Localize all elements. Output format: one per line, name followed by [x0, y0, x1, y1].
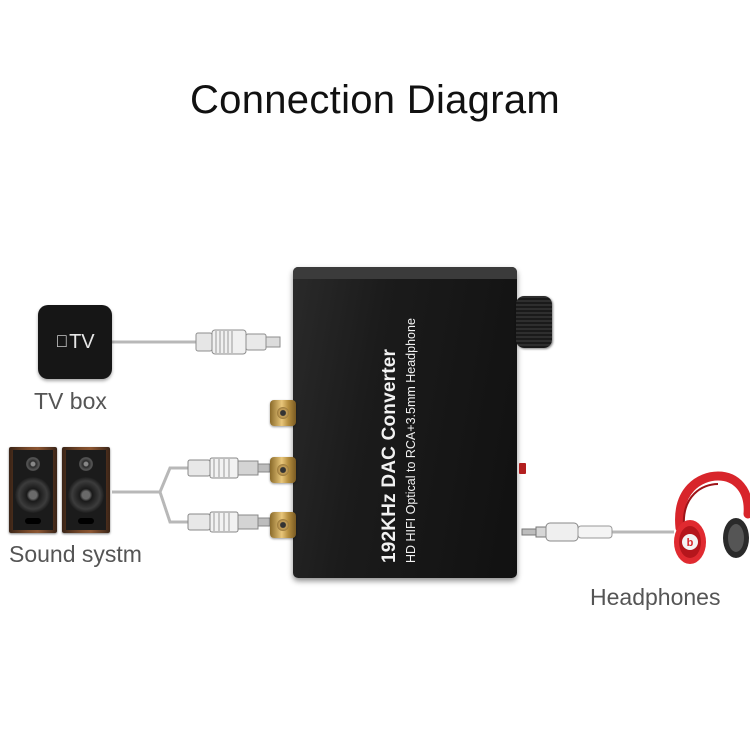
rca-cable [112, 466, 190, 494]
rca-jack [270, 400, 296, 426]
rca-cable [158, 491, 190, 524]
rca-plug-icon [187, 457, 271, 479]
speaker-icon [9, 447, 57, 533]
volume-knob [516, 296, 552, 348]
tv-box-logo-text: TV [62, 330, 95, 353]
dac-converter-label: 192KHz DAC Converter HD HIFI Optical to … [379, 303, 441, 563]
power-led [519, 463, 526, 474]
speaker-icon [62, 447, 110, 533]
aux-jack-icon [521, 522, 613, 542]
rca-plug-icon [187, 511, 271, 533]
diagram-title: Connection Diagram [189, 78, 561, 122]
dac-converter [293, 267, 517, 578]
tv-box:  TV [38, 305, 112, 379]
dac-model-text: 192KHz DAC Converter [379, 348, 400, 563]
rca-jack [270, 457, 296, 483]
dac-description-text: HD HIFI Optical to RCA+3.5mm Headphone [404, 318, 418, 563]
apple-icon:  [55, 332, 68, 352]
tv-box-caption: TV box [34, 388, 107, 414]
headphones-caption: Headphones [590, 584, 721, 610]
dac-converter-top [293, 267, 517, 279]
tv-box-logo:  TV [55, 331, 94, 354]
rca-jack [270, 512, 296, 538]
optical-cable-icon [195, 329, 281, 355]
headphones-icon: b [674, 471, 750, 564]
headphones-brand-mark: b [687, 537, 694, 549]
sound-system-caption: Sound systm [9, 541, 142, 567]
